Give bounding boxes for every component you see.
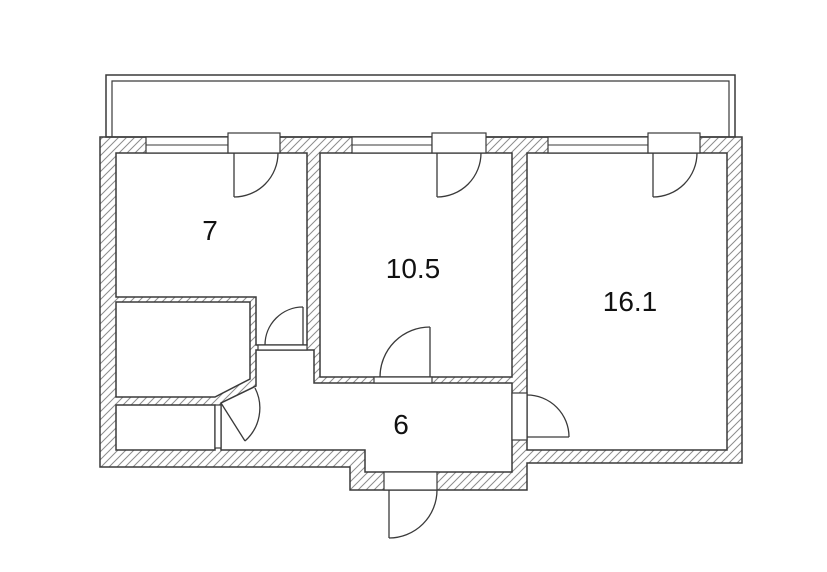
balcony-door-opening [431,132,487,154]
room-large-label: 16.1 [603,286,658,317]
door-arc [379,326,431,378]
entrance-door-arc [388,489,438,539]
door-arc [436,152,482,198]
balcony-inner-line [111,80,730,137]
door-opening [511,392,528,441]
door-arc [244,387,261,442]
windows [145,136,649,154]
balcony-outline [105,74,736,138]
corridor [220,349,513,473]
room-small [115,152,308,346]
balcony-door-opening [227,132,281,154]
bathroom [115,301,251,398]
door-opening [214,404,222,449]
door-leaf [220,402,246,442]
door-opening [257,344,308,351]
corridor-label: 6 [393,409,409,440]
door-arc [526,394,570,438]
room-middle-label: 10.5 [386,253,441,284]
door-openings [214,132,701,491]
entrance-door-opening [383,471,438,491]
door-opening [373,376,433,384]
door-arc [233,152,279,198]
door-arc [652,152,698,198]
doors [220,152,698,539]
balcony [105,74,736,138]
door-arc [264,306,304,346]
toilet [115,404,216,451]
balcony-door-opening [647,132,701,154]
room-small-label: 7 [202,215,218,246]
